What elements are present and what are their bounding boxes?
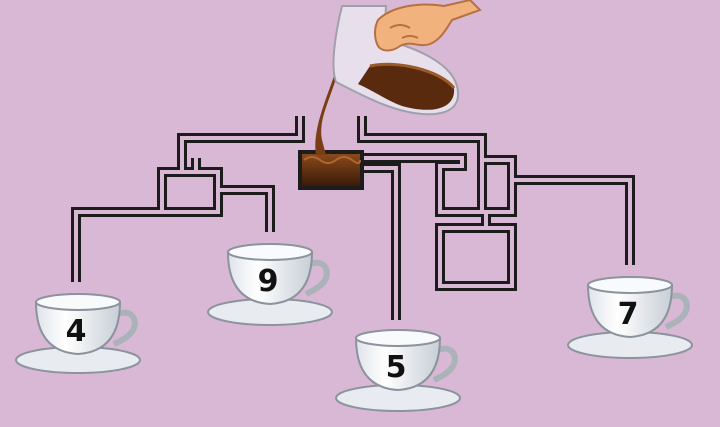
coffee-stream <box>315 76 336 155</box>
tea-cup-icon <box>207 243 333 326</box>
tea-cup-icon <box>335 329 461 412</box>
tea-cup-icon <box>15 293 141 374</box>
pipe-network <box>71 116 635 320</box>
cup-label-4: 4 <box>65 314 87 349</box>
tea-cup-icon <box>567 276 693 359</box>
cup-label-9: 9 <box>257 264 279 299</box>
coffee-pot-icon <box>332 5 460 116</box>
cup-label-7: 7 <box>617 297 639 332</box>
central-tank <box>298 150 364 190</box>
hand-icon <box>374 0 482 52</box>
cup-label-5: 5 <box>385 350 407 385</box>
